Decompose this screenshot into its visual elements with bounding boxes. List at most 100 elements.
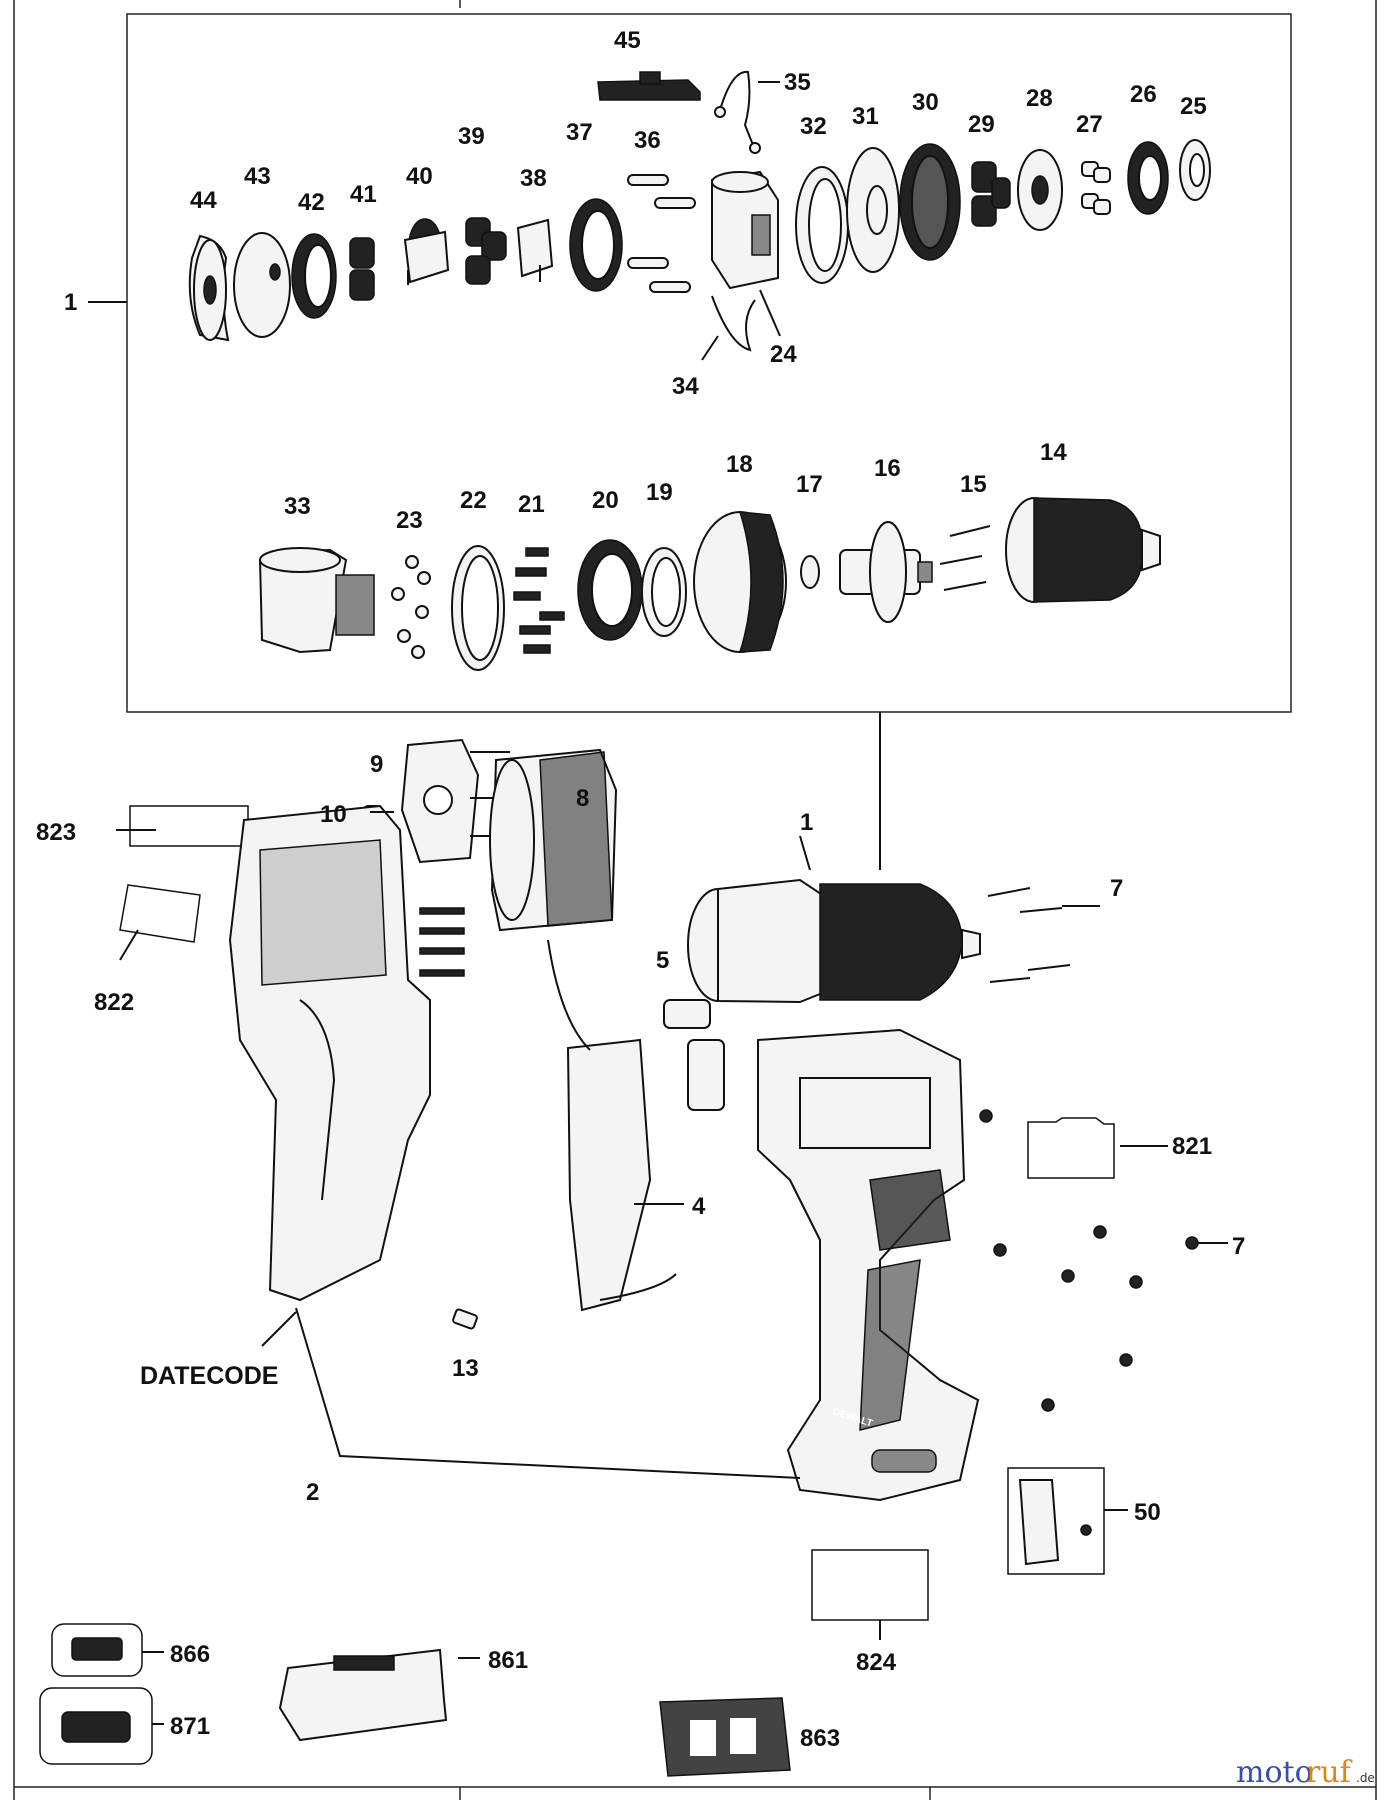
part-824-box [811, 1549, 929, 1621]
watermark-part-a: moto [1236, 1755, 1313, 1790]
part-19-ring [641, 547, 687, 637]
part-39-planet-gears [465, 217, 507, 285]
part-871-charger [39, 1687, 153, 1765]
callout-866: 866 [170, 1641, 210, 1668]
callout-861: 861 [488, 1647, 528, 1674]
callout-18: 18 [726, 451, 753, 478]
part-45-selector [597, 71, 701, 101]
callout-7-upper: 7 [1110, 875, 1123, 902]
callout-42: 42 [298, 189, 325, 216]
part-25-washer [1179, 139, 1211, 201]
callout-16: 16 [874, 455, 901, 482]
callout-35: 35 [784, 69, 811, 96]
part-29-planet-gears [971, 161, 1011, 227]
datecode-label: DATECODE [140, 1362, 278, 1390]
gearbox-assembly-box [126, 13, 1292, 713]
part-18-collar [693, 511, 787, 653]
part-22-ring [451, 545, 505, 671]
part-34-wire-spring [711, 295, 756, 352]
part-36-pins [627, 174, 696, 293]
leader-34 [701, 335, 719, 361]
part-38-carrier [516, 218, 554, 282]
callout-17: 17 [796, 471, 823, 498]
callout-28: 28 [1026, 85, 1053, 112]
callout-34: 34 [672, 373, 699, 400]
callout-822: 822 [94, 989, 134, 1016]
callout-31: 31 [852, 103, 879, 130]
callout-8: 8 [576, 785, 589, 812]
leader-datecode [261, 1311, 297, 1347]
callout-30: 30 [912, 89, 939, 116]
part-21-springs [513, 547, 565, 654]
part-40-carrier [403, 218, 450, 285]
part-821-label [1027, 1117, 1115, 1179]
callout-44: 44 [190, 187, 217, 214]
callout-19: 19 [646, 479, 673, 506]
callout-25: 25 [1180, 93, 1207, 120]
part-37-ring-gear [569, 198, 623, 292]
leader-2 [295, 1307, 801, 1479]
callout-21: 21 [518, 491, 545, 518]
part-42-ring-gear [291, 233, 337, 319]
part-30-ring-gear [899, 143, 961, 261]
callout-1-top: 1 [64, 289, 77, 316]
part-13-pin [452, 1308, 478, 1330]
callout-41: 41 [350, 181, 377, 208]
part-20-ring [577, 539, 643, 641]
callout-14: 14 [1040, 439, 1067, 466]
callout-38: 38 [520, 165, 547, 192]
part-15-screws [939, 525, 991, 591]
part-2-housing-right [757, 1028, 980, 1502]
part-7-screws-upper [987, 887, 1071, 983]
part-50-belt-clip [1007, 1467, 1105, 1575]
callout-871: 871 [170, 1713, 210, 1740]
part-861-case [278, 1648, 448, 1742]
watermark: moto ruf .de [1236, 1755, 1375, 1790]
part-32-ring [795, 166, 849, 284]
part-41-planet-gears [349, 237, 375, 301]
part-2-housing-left [228, 804, 465, 1302]
callout-36: 36 [634, 127, 661, 154]
leader-822 [119, 929, 139, 961]
callout-821: 821 [1172, 1133, 1212, 1160]
callout-823: 823 [36, 819, 76, 846]
callout-863: 863 [800, 1725, 840, 1752]
callout-2: 2 [306, 1479, 319, 1506]
part-14-chuck [1005, 497, 1161, 603]
part-43-washer [233, 232, 291, 338]
part-motor [489, 748, 618, 932]
callout-5: 5 [656, 947, 669, 974]
part-863-insert [659, 1697, 791, 1777]
part-7-screws-lower [979, 1109, 1199, 1412]
callout-13: 13 [452, 1355, 479, 1382]
part-5-switch-slider [663, 999, 711, 1029]
callout-20: 20 [592, 487, 619, 514]
callout-45: 45 [614, 27, 641, 54]
part-16-spindle [839, 521, 933, 623]
callout-15: 15 [960, 471, 987, 498]
watermark-suffix: .de [1356, 1771, 1375, 1785]
part-4-switch-wiring [547, 939, 725, 1312]
part-1-gearbox-assembly [687, 878, 981, 1004]
callout-24: 24 [770, 341, 797, 368]
part-28-carrier [1017, 149, 1063, 231]
callout-43: 43 [244, 163, 271, 190]
leader-24 [759, 289, 781, 337]
part-23-balls [391, 555, 431, 659]
callout-33: 33 [284, 493, 311, 520]
callout-22: 22 [460, 487, 487, 514]
callout-1-lower: 1 [800, 809, 813, 836]
part-26-nut [1127, 141, 1169, 215]
part-866-battery [51, 1623, 143, 1677]
part-17-washer [800, 555, 820, 589]
callout-27: 27 [1076, 111, 1103, 138]
callout-4: 4 [692, 1193, 706, 1220]
callout-10: 10 [320, 801, 347, 828]
watermark-part-b: ruf [1306, 1755, 1353, 1790]
part-27-pins [1081, 161, 1111, 215]
callout-9: 9 [370, 751, 383, 778]
part-44-ring-gear-plate [188, 234, 230, 342]
leader-1-lower [799, 835, 811, 871]
part-31-washer [846, 147, 900, 273]
